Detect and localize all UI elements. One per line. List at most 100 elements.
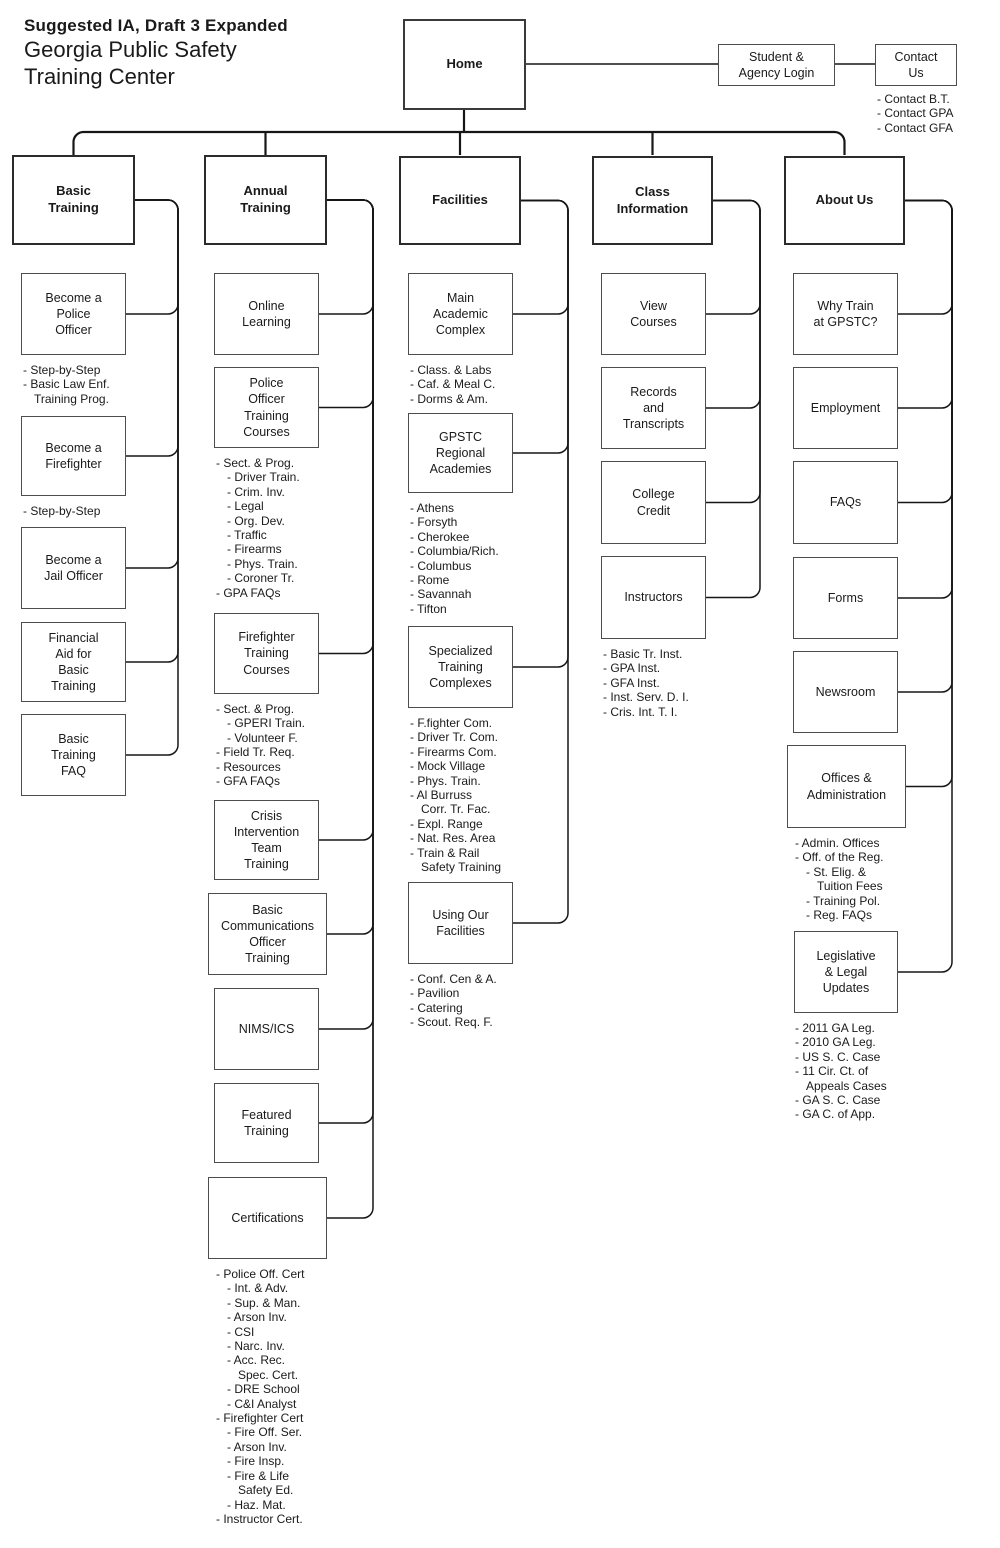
sub-item: - GFA Inst. bbox=[603, 675, 660, 690]
node-view-courses: View Courses bbox=[601, 273, 706, 355]
sub-item-list: - Athens- Forsyth- Cherokee- Columbia/Ri… bbox=[410, 501, 499, 616]
connector bbox=[706, 199, 761, 599]
sub-item: - 2010 GA Leg. bbox=[795, 1035, 876, 1050]
sub-item: - Crim. Inv. bbox=[227, 484, 285, 499]
connector bbox=[898, 199, 953, 973]
sub-item: - Fire Insp. bbox=[227, 1454, 285, 1469]
connector bbox=[319, 199, 374, 841]
sub-item: - Cris. Int. T. I. bbox=[603, 704, 678, 719]
sub-item: - Contact GFA bbox=[877, 120, 954, 135]
sub-item: - Forsyth bbox=[410, 515, 458, 530]
sub-item: - Haz. Mat. bbox=[227, 1497, 286, 1512]
node-online-learning: Online Learning bbox=[214, 273, 319, 355]
sub-item-list: - Step-by-Step bbox=[23, 504, 100, 518]
connector bbox=[319, 199, 374, 655]
sub-item: - Caf. & Meal C. bbox=[410, 377, 496, 392]
diagram-title: Suggested IA, Draft 3 Expanded Georgia P… bbox=[24, 16, 288, 90]
sub-item: - Dorms & Am. bbox=[410, 391, 489, 406]
sub-item: - Savannah bbox=[410, 587, 472, 602]
sub-item: - Rome bbox=[410, 573, 450, 588]
connector bbox=[319, 199, 374, 315]
connector bbox=[126, 199, 179, 569]
sub-item: Corr. Tr. Fac. bbox=[421, 802, 491, 817]
sub-item: - GA C. of App. bbox=[795, 1107, 876, 1122]
node-crisis-intervention-team-training: Crisis Intervention Team Training bbox=[214, 800, 319, 880]
connector bbox=[319, 199, 374, 409]
node-using-our-facilities: Using Our Facilities bbox=[408, 882, 513, 964]
sub-item: - Basic Law Enf. bbox=[23, 377, 110, 392]
sub-item-list: - Police Off. Cert- Int. & Adv.- Sup. & … bbox=[216, 1267, 304, 1526]
sub-item: - Police Off. Cert bbox=[216, 1267, 305, 1281]
sub-item: - Nat. Res. Area bbox=[410, 831, 496, 846]
sub-item: - 11 Cir. Ct. of bbox=[795, 1064, 869, 1079]
sub-item: - Expl. Range bbox=[410, 816, 483, 831]
sub-item: - Acc. Rec. bbox=[227, 1353, 286, 1368]
sub-item-list: - Sect. & Prog.- Driver Train.- Crim. In… bbox=[216, 456, 300, 600]
node-student-agency-login: Student & Agency Login bbox=[718, 44, 835, 86]
connector bbox=[898, 199, 953, 504]
sub-item: - Scout. Req. F. bbox=[410, 1015, 493, 1030]
sub-item: - C&I Analyst bbox=[227, 1396, 297, 1411]
node-become-a-firefighter: Become a Firefighter bbox=[21, 416, 126, 496]
node-records-and-transcripts: Records and Transcripts bbox=[601, 367, 706, 449]
sub-item: - Arson Inv. bbox=[227, 1310, 287, 1325]
connector bbox=[126, 199, 179, 663]
node-employment: Employment bbox=[793, 367, 898, 449]
connector bbox=[898, 199, 953, 315]
node-firefighter-training-courses: Firefighter Training Courses bbox=[214, 613, 319, 694]
sub-item: - Catering bbox=[410, 1000, 463, 1015]
sub-item: - 2011 GA Leg. bbox=[795, 1021, 875, 1035]
node-featured-training: Featured Training bbox=[214, 1083, 319, 1163]
node-facilities: Facilities bbox=[399, 156, 521, 245]
connector bbox=[706, 199, 761, 409]
sub-item: - Arson Inv. bbox=[227, 1439, 287, 1454]
sub-item: - Columbia/Rich. bbox=[410, 544, 499, 559]
sub-item: Training Prog. bbox=[34, 391, 109, 406]
sub-item: - Firefighter Cert bbox=[216, 1411, 304, 1426]
sub-item: - Pavilion bbox=[410, 986, 460, 1001]
sub-item: Safety Ed. bbox=[238, 1483, 294, 1498]
sub-item: - Phys. Train. bbox=[227, 556, 298, 571]
sub-item: Safety Training bbox=[421, 860, 502, 875]
sub-item: - Narc. Inv. bbox=[227, 1339, 285, 1354]
connector bbox=[898, 199, 953, 693]
sub-item: - Fire & Life bbox=[227, 1468, 290, 1483]
sub-item: - Coroner Tr. bbox=[227, 571, 295, 586]
connector bbox=[126, 199, 179, 756]
node-why-train-at-gpstc: Why Train at GPSTC? bbox=[793, 273, 898, 355]
sub-item: - GPERI Train. bbox=[227, 716, 306, 731]
node-specialized-training-complexes: Specialized Training Complexes bbox=[408, 626, 513, 708]
sub-item: - Fire Off. Ser. bbox=[227, 1425, 303, 1440]
connector bbox=[327, 199, 374, 935]
connector bbox=[905, 199, 953, 788]
node-about-us: About Us bbox=[784, 156, 905, 245]
node-instructors: Instructors bbox=[601, 556, 706, 639]
diagram-title-draft: Suggested IA, Draft 3 Expanded bbox=[24, 16, 288, 35]
sub-item: Tuition Fees bbox=[817, 879, 883, 894]
sub-item: - Cherokee bbox=[410, 529, 470, 544]
sub-item: - GA S. C. Case bbox=[795, 1093, 881, 1108]
sub-item: - Contact GPA bbox=[877, 106, 954, 121]
sub-item: - US S. C. Case bbox=[795, 1049, 881, 1064]
sub-item: - Driver Train. bbox=[227, 470, 300, 485]
node-offices-administration: Offices & Administration bbox=[787, 745, 906, 828]
sub-item: - Training Pol. bbox=[806, 893, 881, 908]
sub-item: - St. Elig. & bbox=[806, 864, 867, 879]
connector bbox=[513, 199, 569, 454]
sub-item: - Driver Tr. Com. bbox=[410, 730, 499, 745]
sub-item: - Step-by-Step bbox=[23, 363, 101, 377]
sub-item: - Org. Dev. bbox=[227, 513, 285, 528]
sub-item-list: - Class. & Labs- Caf. & Meal C.- Dorms &… bbox=[410, 363, 495, 406]
node-forms: Forms bbox=[793, 557, 898, 639]
sub-item: - Train & Rail bbox=[410, 845, 480, 860]
node-financial-aid-for-basic-training: Financial Aid for Basic Training bbox=[21, 622, 126, 702]
sub-item: - Phys. Train. bbox=[410, 773, 481, 788]
sub-item: - Off. of the Reg. bbox=[795, 850, 884, 865]
connector bbox=[898, 199, 953, 599]
sub-item: Appeals Cases bbox=[806, 1078, 887, 1093]
node-become-a-jail-officer: Become a Jail Officer bbox=[21, 527, 126, 609]
node-class-information: Class Information bbox=[592, 156, 713, 245]
sub-item: - Al Burruss bbox=[410, 788, 473, 803]
connector bbox=[513, 199, 569, 315]
